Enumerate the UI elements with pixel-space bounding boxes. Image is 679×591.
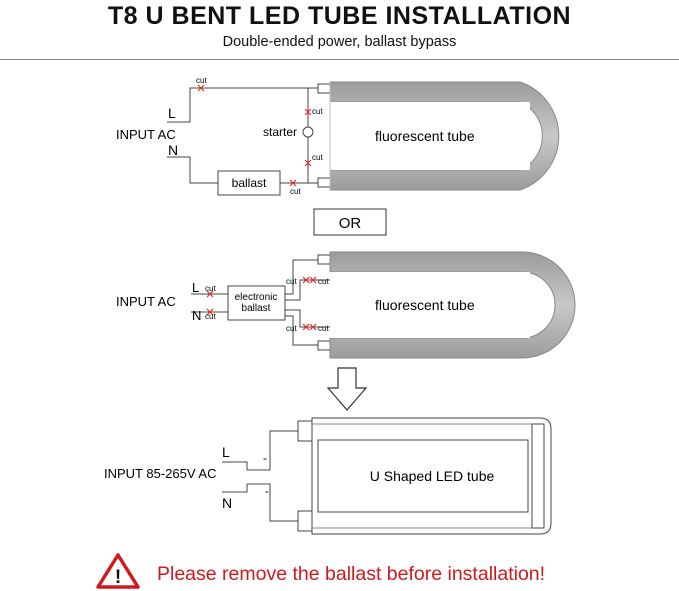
diagram-electronic-ballast: INPUT AC L N electronic ballast fluoresc… — [116, 251, 576, 359]
cut-label: cut — [196, 76, 207, 85]
cut-markers-2 — [206, 276, 317, 331]
ballast-label: ballast — [232, 176, 267, 190]
cut-label: cut — [318, 277, 329, 286]
tube1-pin-bottom — [317, 177, 331, 188]
line-label-2: L — [192, 280, 199, 295]
led-pin-top — [297, 420, 313, 442]
page-subtitle: Double-ended power, ballast bypass — [222, 34, 457, 50]
terminal-mark-2: - — [265, 484, 269, 498]
led-tube-inner — [317, 439, 529, 513]
cut-label: cut — [205, 284, 216, 293]
tube1-body — [329, 81, 560, 191]
cut-label: cut — [205, 312, 216, 321]
terminal-mark-1: - — [263, 451, 267, 465]
cut-label: cut — [312, 153, 323, 162]
cut-label: cut — [318, 324, 329, 333]
tube1-label: fluorescent tube — [375, 128, 475, 144]
warning-triangle-icon: ! — [96, 553, 140, 589]
electronic-ballast-box — [227, 285, 286, 321]
tube1-inner — [330, 102, 530, 170]
ballast-line1: electronic — [235, 292, 278, 303]
cut-label: cut — [312, 107, 323, 116]
page-title: T8 U BENT LED TUBE INSTALLATION — [107, 2, 572, 30]
tube2-body — [329, 251, 576, 359]
input-ac-label-1: INPUT AC — [116, 127, 176, 142]
tube1-pin-top — [317, 83, 331, 94]
or-label: OR — [339, 215, 362, 232]
led-pin-bottom — [297, 510, 313, 532]
input-ac-label-2: INPUT AC — [116, 294, 176, 309]
cut-label: cut — [286, 277, 297, 286]
led-tube-label: U Shaped LED tube — [370, 468, 495, 484]
ballast-line2: ballast — [242, 303, 271, 314]
neutral-label-3: N — [222, 495, 232, 511]
starter-icon — [302, 126, 314, 138]
ballast-box — [217, 170, 281, 196]
or-box — [313, 208, 387, 236]
line-label-3: L — [222, 444, 230, 460]
down-arrow-icon — [326, 367, 368, 411]
input-ac-label-3: INPUT 85-265V AC — [104, 466, 216, 481]
wire-n — [167, 156, 218, 184]
cut-label: cut — [286, 324, 297, 333]
warning-glyph: ! — [115, 567, 121, 588]
neutral-label-2: N — [192, 308, 201, 323]
wire-l-top — [189, 87, 318, 122]
diagram-led-tube: INPUT 85-265V AC L N - - U Shaped LED tu… — [104, 417, 552, 535]
title-divider — [0, 59, 679, 60]
diagram-starter-ballast: INPUT AC L N starter ballast fluorescent… — [116, 76, 560, 196]
tube2-label: fluorescent tube — [375, 297, 475, 313]
warning-banner: ! Please remove the ballast before insta… — [95, 550, 675, 590]
starter-label: starter — [263, 125, 297, 139]
cut-label: cut — [290, 187, 301, 196]
line-label-1: L — [168, 105, 176, 121]
cut-markers-1 — [197, 84, 312, 187]
warning-text: Please remove the ballast before install… — [157, 563, 546, 585]
neutral-label-1: N — [168, 142, 178, 158]
